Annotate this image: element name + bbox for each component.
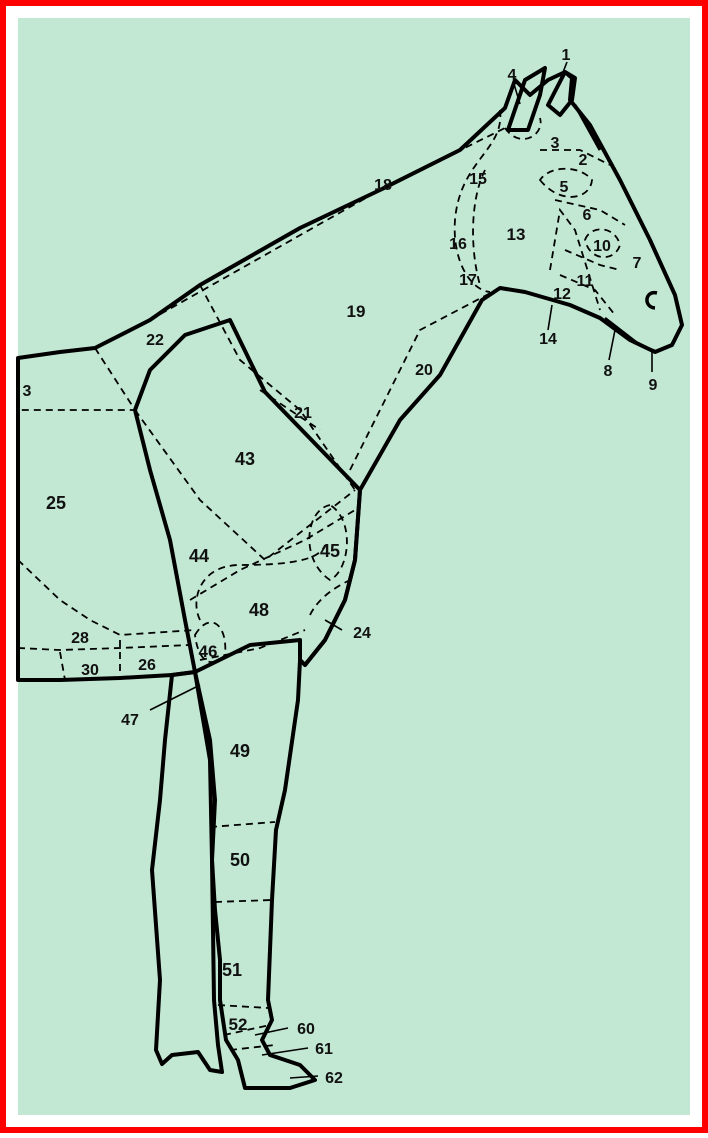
label-10: 10: [593, 238, 611, 255]
label-3-edge: 3: [23, 383, 32, 400]
label-18: 18: [374, 177, 392, 194]
label-9: 9: [649, 377, 658, 394]
nose-stripe: [573, 104, 602, 151]
label-4: 4: [508, 67, 517, 84]
mouth-line: [604, 317, 659, 354]
label-1: 1: [562, 47, 571, 64]
label-45: 45: [320, 541, 340, 561]
label-20: 20: [415, 362, 433, 379]
label-14: 14: [539, 331, 557, 348]
ear-right: [546, 70, 577, 117]
label-3: 3: [551, 135, 560, 152]
label-52: 52: [229, 1015, 248, 1034]
label-44: 44: [189, 546, 209, 566]
label-50: 50: [230, 850, 250, 870]
label-19: 19: [347, 302, 366, 321]
label-21: 21: [294, 405, 312, 422]
ear-left: [506, 66, 547, 132]
label-51: 51: [222, 960, 242, 980]
region-boundaries: [17, 109, 626, 1051]
label-28: 28: [71, 630, 89, 647]
label-61: 61: [315, 1041, 333, 1058]
label-22: 22: [146, 332, 164, 349]
nostril-mark: [645, 290, 658, 310]
label-47: 47: [121, 712, 139, 729]
label-46: 46: [199, 642, 218, 661]
label-26: 26: [138, 657, 156, 674]
leader-lines: [149, 61, 653, 1079]
label-17: 17: [459, 272, 477, 289]
label-60: 60: [297, 1021, 315, 1038]
label-16: 16: [449, 236, 467, 253]
label-62: 62: [325, 1070, 343, 1087]
label-15: 15: [469, 171, 487, 188]
label-11: 11: [577, 273, 594, 290]
label-13: 13: [507, 225, 526, 244]
region-labels: 1 2 3 3 4 5 6 7 8 9 10 11 12 13 14 15 16…: [23, 47, 658, 1087]
label-6: 6: [583, 207, 592, 224]
label-49: 49: [230, 741, 250, 761]
label-7: 7: [633, 255, 642, 272]
label-24: 24: [353, 625, 371, 642]
label-25: 25: [46, 493, 66, 513]
label-8: 8: [604, 363, 613, 380]
label-48: 48: [249, 600, 269, 620]
forelimb-highlight: [133, 318, 362, 1090]
label-5: 5: [560, 179, 569, 196]
label-30: 30: [81, 662, 99, 679]
label-43: 43: [235, 449, 255, 469]
label-12: 12: [553, 286, 571, 303]
label-2: 2: [579, 152, 588, 169]
